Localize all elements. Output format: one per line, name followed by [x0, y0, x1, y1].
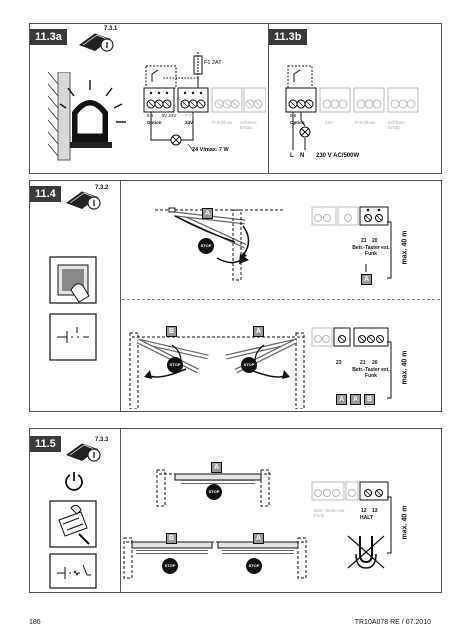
stop-sign-icon: STOP — [241, 357, 257, 373]
halt-label: HALT — [360, 515, 373, 521]
panel-divider — [120, 429, 121, 592]
section-tag-11-5: 11.5 — [30, 436, 61, 452]
result-sign-a: A — [336, 394, 347, 405]
cable-length-label: max. 40 m — [401, 230, 409, 265]
terminal-caption: Betr.-Taster ext. Funk — [352, 367, 390, 379]
terminal-label: 21 — [361, 238, 367, 244]
stop-sign-icon: STOP — [198, 238, 214, 254]
stop-sign-icon: STOP — [167, 357, 183, 373]
fuse-label: F1 2AT — [204, 60, 222, 66]
emergency-stop-icon — [49, 500, 97, 548]
cable-length-label: max. 40 m — [401, 505, 409, 540]
terminal-label: 21 — [360, 360, 366, 366]
cable-length-label: max. 40 m — [401, 350, 409, 385]
block-label-schloss-ersatz: Schloss-Ersatz — [240, 120, 258, 130]
gate-sign-b: B — [166, 533, 177, 544]
terminal-label: 20 — [372, 360, 378, 366]
panel-divider — [120, 181, 121, 411]
length-bracket — [387, 341, 392, 399]
cable-run — [365, 264, 367, 272]
stop-sign-icon: STOP — [206, 484, 222, 500]
terminal-label: P+ — [188, 113, 195, 118]
page-number: 186 — [29, 619, 41, 626]
terminal-label: 12 — [361, 508, 367, 514]
gate-sign-a: A — [211, 462, 222, 473]
terminal-label: 13 — [372, 508, 378, 514]
gate-diagram-11-5-bottom — [123, 537, 307, 579]
terminal-label: 5 — [290, 113, 293, 118]
terminal-labels: 5 6 0V 24V P P+ — [147, 113, 194, 118]
terminal-caption: Betr.-Taster ext. Funk — [352, 245, 390, 257]
section-tag-11-3a: 11.3a — [30, 29, 67, 45]
terminal-label: 24V — [168, 113, 177, 118]
wiring-diagram-11-3b — [285, 65, 419, 150]
gate-sign-b: B — [166, 326, 177, 337]
stop-sign-icon: STOP — [246, 558, 262, 574]
push-button-symbol — [49, 313, 97, 361]
section-reference: 7.3.3 — [95, 437, 109, 443]
instruction-book-icon — [66, 442, 101, 462]
warning-lamp-illustration — [47, 72, 126, 161]
block-label-p-schloss: P-Schloss — [355, 120, 376, 125]
section-tag-11-4: 11.4 — [30, 186, 61, 202]
result-sign-a: A — [361, 274, 372, 285]
terminal-label: 5 — [147, 113, 150, 118]
block-label-option: Option — [147, 120, 162, 125]
faded-caption: Betr.-Taster ext. Funk — [314, 508, 346, 518]
panel-separator — [122, 299, 440, 300]
document-reference: TR10A078 RE / 07.2010 — [354, 619, 431, 626]
instruction-book-icon — [79, 32, 114, 52]
instruction-book-icon — [66, 190, 101, 210]
gate-diagram-11-4-bottom — [129, 332, 305, 409]
panel-divider — [268, 24, 269, 173]
push-button-icon — [49, 256, 97, 304]
gate-sign-a: A — [202, 208, 213, 219]
result-sign-b: B — [364, 394, 375, 405]
gate-diagram-11-5-top — [156, 469, 271, 507]
live-label: L — [290, 153, 294, 159]
jumper-removed-icon — [347, 535, 385, 569]
terminal-label: 20 — [372, 238, 378, 244]
terminal-block-11-4-bottom — [311, 327, 389, 347]
block-label-24v: 24V — [325, 120, 334, 125]
result-sign-a: A — [350, 394, 361, 405]
block-label-option: Option — [290, 120, 305, 125]
terminal-block-11-5 — [311, 481, 389, 501]
length-bracket — [387, 221, 392, 279]
power-icon — [65, 472, 83, 491]
gate-diagram-11-4-top — [155, 207, 285, 281]
terminal-label: 6 — [150, 113, 154, 118]
terminal-label: 23 — [336, 360, 342, 366]
block-label-p-schloss: P-Schloss — [212, 120, 233, 125]
terminal-label: P — [184, 113, 188, 118]
gate-sign-a: A — [253, 326, 264, 337]
terminal-label: 6 — [293, 113, 297, 118]
lamp-spec-label: 24 V/max. 7 W — [192, 147, 229, 153]
stop-switch-symbol — [49, 553, 97, 589]
neutral-label: N — [300, 153, 305, 159]
stop-sign-icon: STOP — [162, 558, 178, 574]
wiring-diagram-11-3a — [143, 52, 266, 153]
terminal-block-11-4-top — [311, 206, 389, 226]
terminal-labels: 5 6 — [290, 113, 296, 118]
block-label-24v: 24V — [185, 120, 194, 125]
section-tag-11-3b: 11.3b — [269, 29, 307, 45]
block-label-schloss-ersatz: Schloss-Ersatz — [388, 120, 406, 130]
gate-sign-a: A — [253, 533, 264, 544]
section-reference: 7.3.1 — [104, 26, 118, 32]
terminal-label: 0V — [161, 113, 168, 118]
lamp-spec-label: 230 V AC/500W — [316, 153, 360, 159]
length-bracket — [387, 496, 392, 554]
section-reference: 7.3.2 — [95, 185, 109, 191]
